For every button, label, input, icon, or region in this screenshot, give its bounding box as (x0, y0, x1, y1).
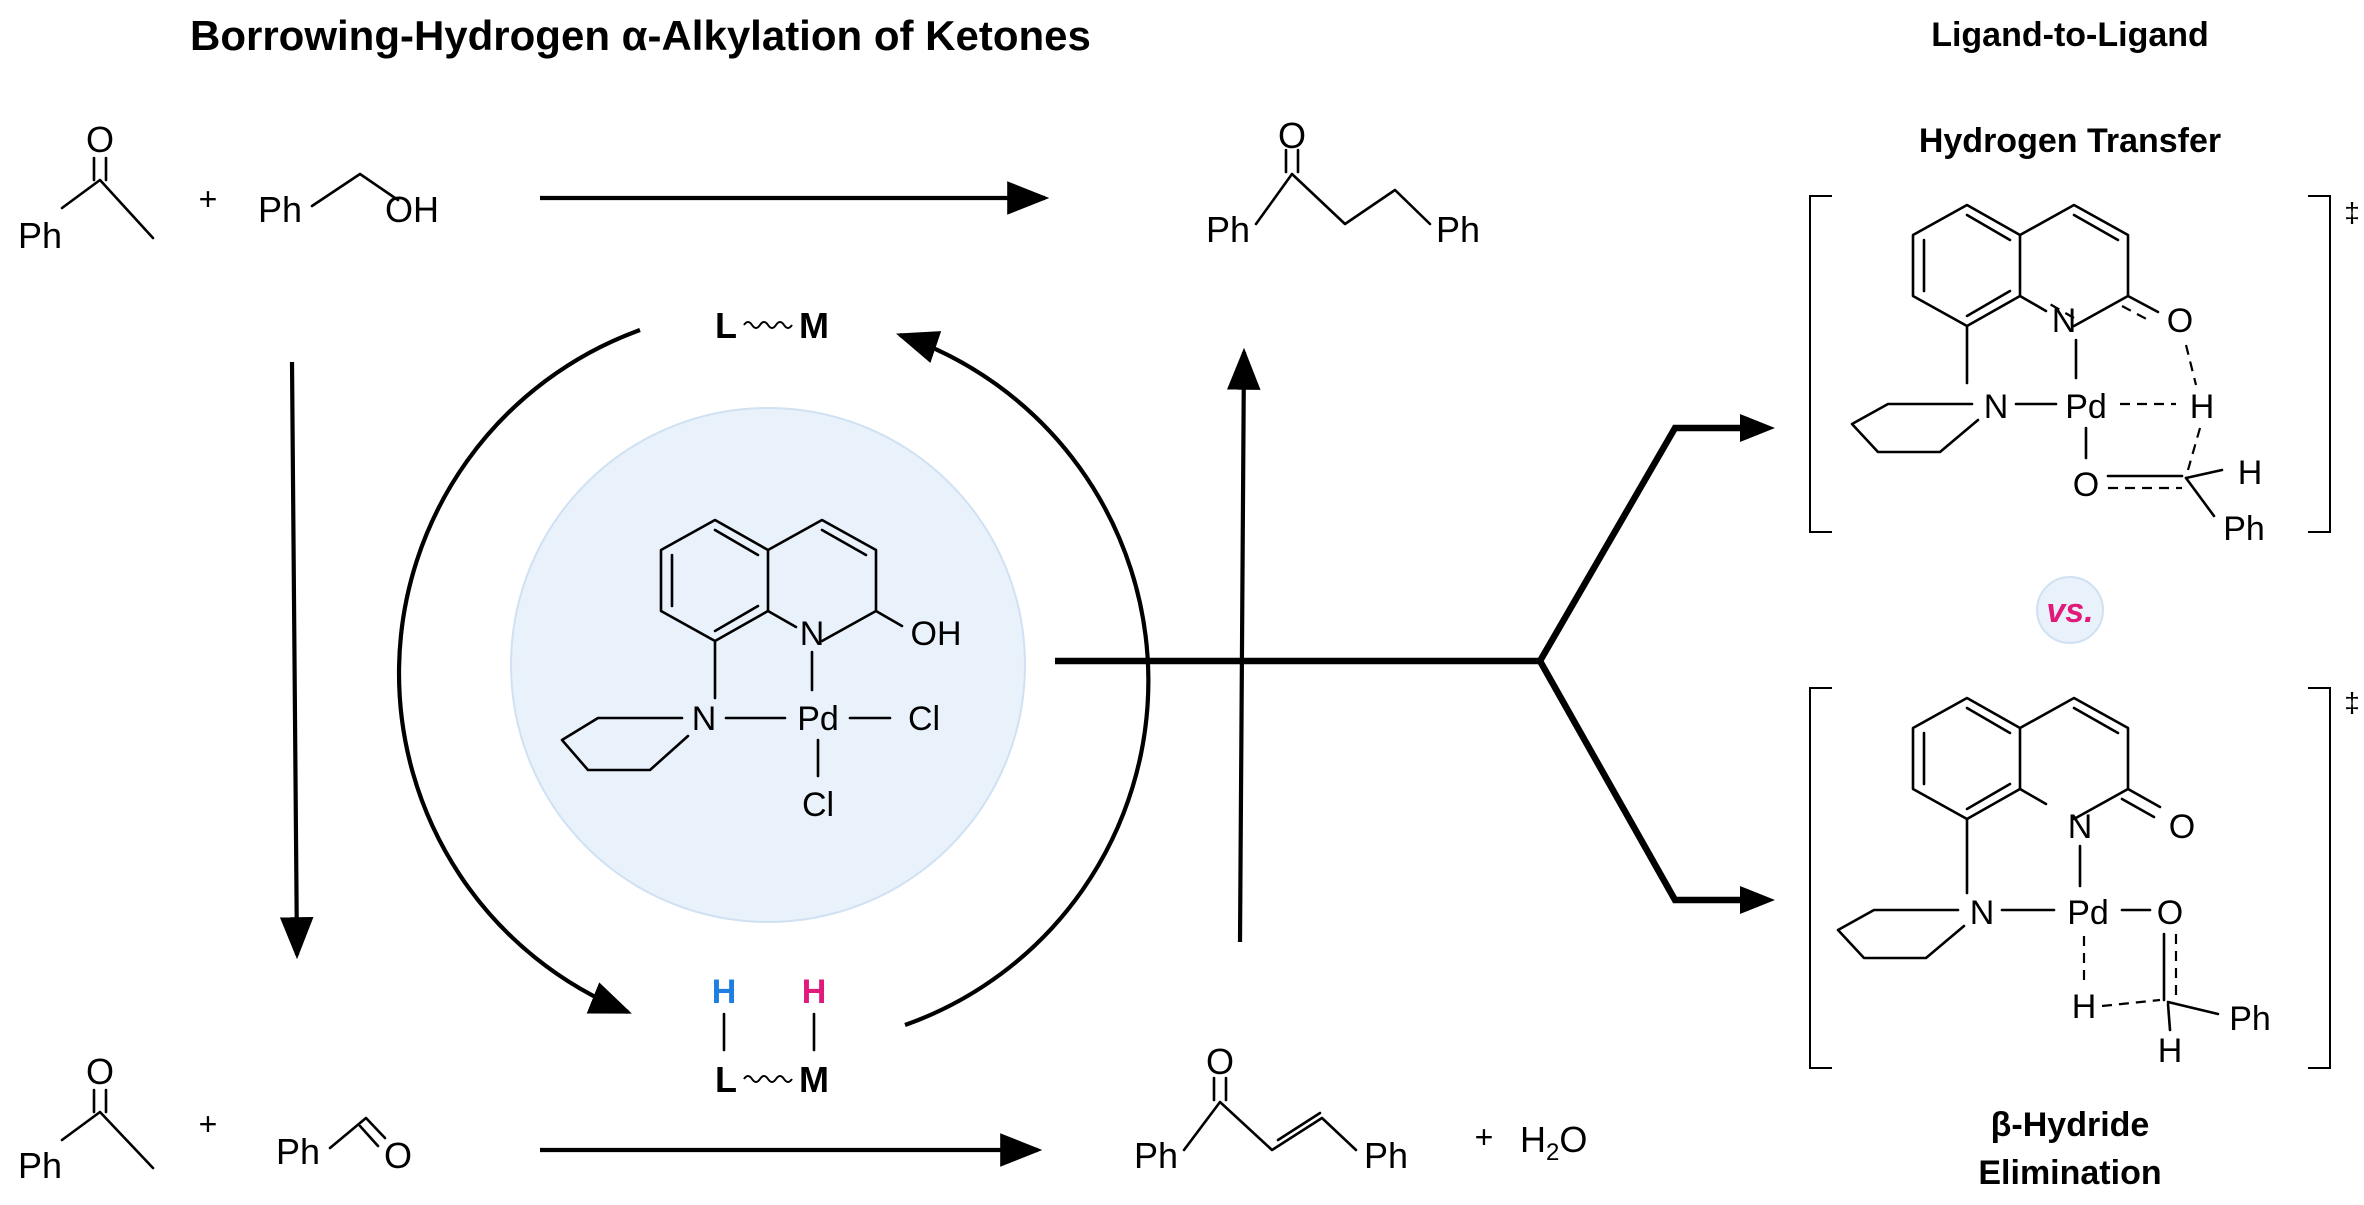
atom-pd: Pd (797, 700, 839, 738)
ph-label: Ph (2229, 1000, 2271, 1038)
acetophenone-bottom: O Ph (18, 1051, 155, 1186)
atom-o: O (86, 119, 114, 160)
ph-label: Ph (276, 1131, 320, 1172)
cycle-arrow-right (896, 331, 1151, 1027)
ts-bottom-label-2: Elimination (1978, 1154, 2161, 1192)
plus-sign: + (199, 1106, 218, 1142)
ph-label: Ph (18, 1145, 62, 1186)
atom-o: O (1206, 1041, 1234, 1082)
arrowhead (1740, 886, 1775, 914)
atom-n: N (2052, 302, 2077, 340)
plus-sign: + (1475, 1119, 1494, 1155)
vs-badge (2036, 576, 2104, 644)
water: H2O (1520, 1119, 1587, 1166)
benzyl-alcohol: Ph OH (258, 172, 439, 230)
double-dagger: ‡ (2344, 197, 2360, 228)
ts-top-label-1: Ligand-to-Ligand (1931, 16, 2209, 54)
atom-n: N (692, 700, 717, 738)
hydrogen-pink: H (802, 973, 827, 1011)
pd-catalyst: OH N N Pd Cl Cl (560, 518, 962, 824)
h2o-sub: 2 (1546, 1139, 1559, 1166)
atom-o: O (2167, 302, 2193, 340)
hydrogen-blue: H (712, 973, 737, 1011)
ts-top-brackets: ‡ (1809, 195, 2360, 533)
chalcone: Ph O Ph (1134, 1041, 1408, 1176)
ph-label: Ph (2223, 510, 2265, 548)
ts-top-label-2: Hydrogen Transfer (1919, 122, 2221, 160)
ph-label: Ph (1206, 209, 1250, 250)
atom-cl: Cl (908, 700, 940, 738)
ph-label: Ph (1134, 1135, 1178, 1176)
atom-o: O (1278, 115, 1306, 156)
ligand-l: L (715, 1059, 737, 1100)
scheme-title: Borrowing-Hydrogen α-Alkylation of Keton… (190, 12, 1091, 59)
oh-label: OH (911, 615, 962, 653)
atom-h: H (2238, 454, 2263, 492)
atom-h: H (2158, 1032, 2183, 1070)
wavy-bond (743, 1075, 793, 1083)
vs-text: vs. (2046, 592, 2093, 630)
arrow-center-up (1226, 347, 1261, 943)
ts-bottom-label-1: β-Hydride (1991, 1106, 2150, 1144)
ph-label: Ph (1436, 209, 1480, 250)
atom-o: O (86, 1051, 114, 1092)
atom-h: H (2190, 388, 2215, 426)
ts-bottom-brackets: ‡ (1809, 687, 2360, 1069)
double-dagger: ‡ (2344, 687, 2360, 718)
ph-label: Ph (18, 215, 62, 256)
atom-n: N (2068, 808, 2093, 846)
h2o-o: O (1559, 1119, 1587, 1160)
atom-n: N (1984, 388, 2009, 426)
h2o-h: H (1520, 1119, 1546, 1160)
acetophenone-top: O Ph (18, 119, 155, 256)
arrowhead (1740, 414, 1775, 442)
atom-pd: Pd (2065, 388, 2107, 426)
atom-o: O (2073, 466, 2099, 504)
metal-m: M (799, 1059, 829, 1100)
atom-n: N (1970, 894, 1995, 932)
connector-branch-bottom (1537, 659, 1740, 904)
atom-h: H (2072, 988, 2097, 1026)
atom-cl: Cl (802, 786, 834, 824)
ph-label: Ph (258, 189, 302, 230)
ligand-metal-hydride: H H L M (712, 973, 829, 1100)
ligand-l: L (715, 305, 737, 346)
arrow-left-down (279, 361, 314, 960)
ts-top-structure: O N N Pd H O H Ph (1850, 203, 2265, 548)
cycle-arrow-left (396, 328, 641, 1014)
connector-branch-top (1537, 424, 1740, 663)
metal-m: M (799, 305, 829, 346)
catalyst-background (510, 407, 1026, 923)
dihydrochalcone: Ph O Ph (1206, 115, 1480, 250)
oh-label: OH (385, 189, 439, 230)
ph-label: Ph (1364, 1135, 1408, 1176)
plus-sign: + (199, 181, 218, 217)
atom-o: O (384, 1135, 412, 1176)
ligand-metal-top: L M (715, 305, 829, 346)
atom-o: O (2157, 894, 2183, 932)
atom-o: O (2169, 808, 2195, 846)
atom-n: N (800, 615, 825, 653)
atom-pd: Pd (2067, 894, 2109, 932)
ts-bottom-structure: O N N Pd O H Ph H (1836, 696, 2271, 1070)
wavy-bond (743, 321, 793, 329)
benzaldehyde: Ph O (276, 1116, 412, 1176)
